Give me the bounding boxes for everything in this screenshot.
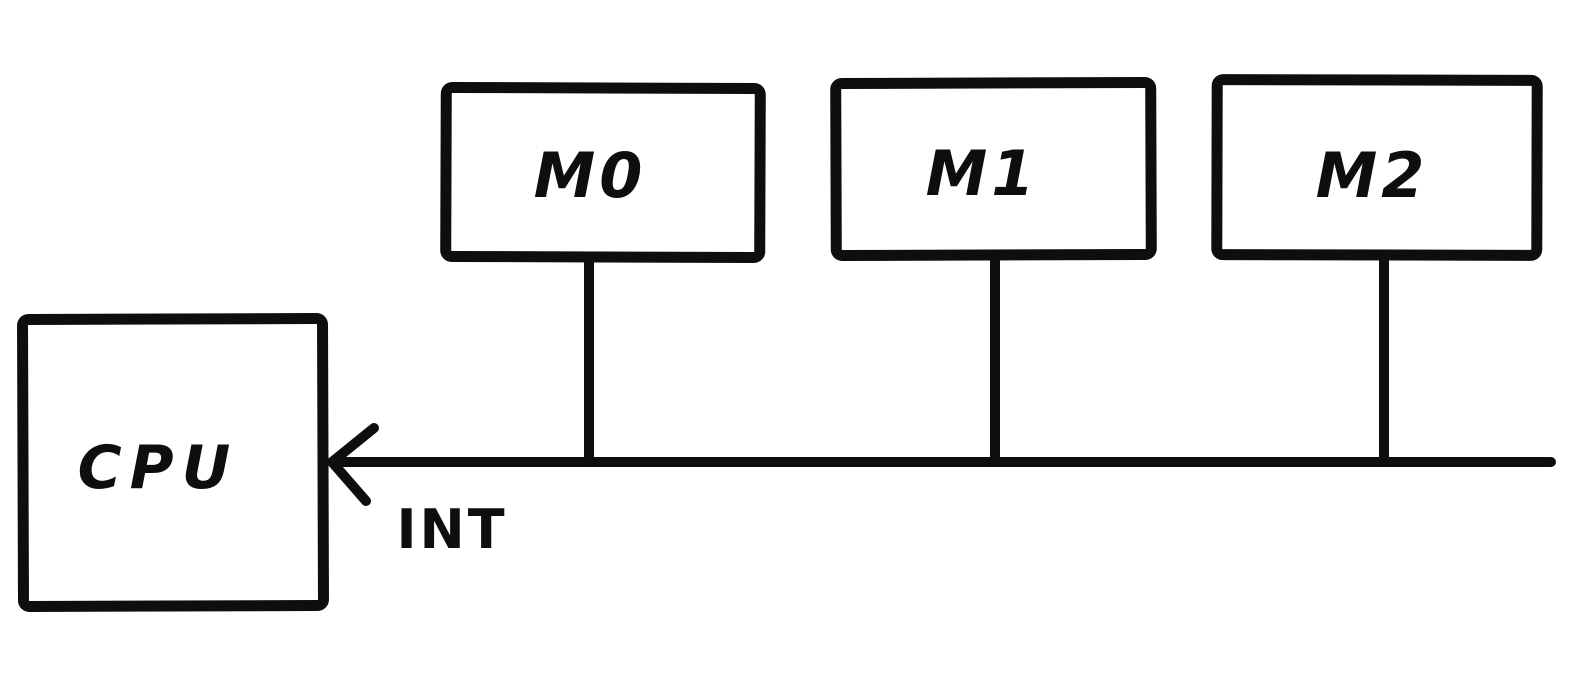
module-label: M2 [1316, 139, 1429, 212]
arrow-left-icon [327, 423, 379, 506]
module-label: M1 [926, 137, 1039, 210]
module-label: M0 [534, 139, 647, 212]
module-box [440, 81, 766, 264]
bus-arrow-label: INT [396, 498, 507, 561]
module-node-m1: M1 [830, 76, 1157, 465]
cpu-node: CPU [17, 312, 329, 613]
module-box [830, 76, 1157, 262]
module-box [1211, 74, 1543, 261]
cpu-box [17, 312, 329, 613]
module-node-m0: M0 [440, 81, 766, 465]
cpu-label: CPU [78, 433, 239, 503]
module-node-m2: M2 [1211, 74, 1543, 465]
